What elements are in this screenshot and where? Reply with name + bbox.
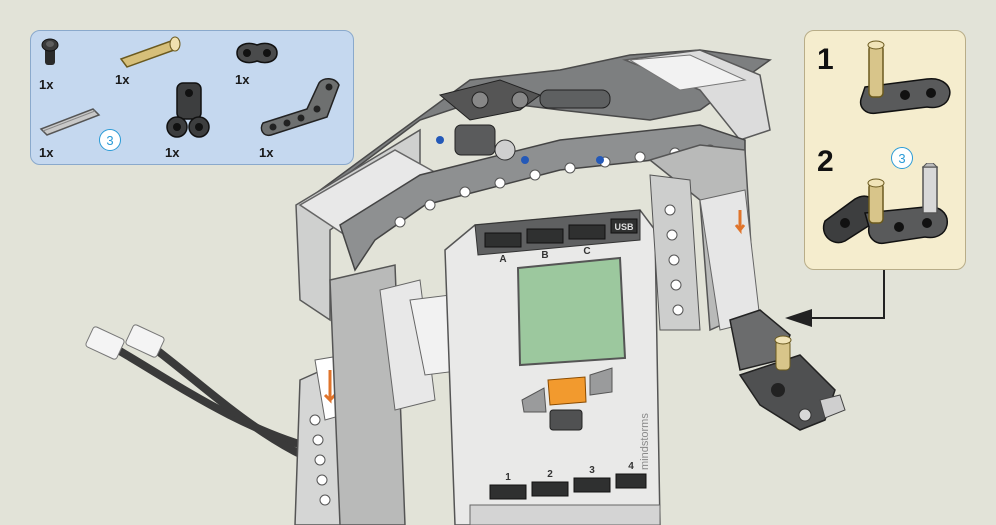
parts-list-panel: 1x 1x 1x 3 1x 1x 1x <box>30 30 354 165</box>
port-label-bottom: 4 <box>628 461 634 472</box>
cable-plug-2 <box>125 324 165 358</box>
grey-axle-icon <box>39 108 101 136</box>
left-frame <box>329 264 466 525</box>
subassembly-panel: 1 2 3 <box>804 30 966 270</box>
part-qty: 1x <box>165 145 180 160</box>
part-qty: 1x <box>235 72 250 87</box>
top-connectors <box>438 79 611 161</box>
bent-beam-icon <box>260 78 340 137</box>
substep-1-illustration <box>859 40 951 115</box>
lcd-screen <box>516 256 627 367</box>
substep-2-illustration <box>822 163 948 245</box>
callout-arrow-head <box>785 309 812 327</box>
part-qty: 1x <box>259 145 274 160</box>
part-qty: 1x <box>39 145 54 160</box>
brand-label: mindstorms <box>639 413 651 470</box>
part-qty: 1x <box>115 72 130 87</box>
dark-beam-2-icon <box>236 42 278 64</box>
cable-plug-1 <box>85 326 125 360</box>
substep-number-1: 1 <box>817 43 834 76</box>
nxt-brick <box>444 209 661 525</box>
port-label-bottom: 2 <box>547 469 553 480</box>
right-frame <box>648 144 761 332</box>
axle-length-callout: 3 <box>99 129 121 151</box>
black-pin-icon <box>41 38 59 65</box>
callout-arrow-line <box>810 270 885 319</box>
usb-label: USB <box>614 222 634 232</box>
substep-number-2: 2 <box>817 145 834 178</box>
part-qty: 1x <box>39 77 54 92</box>
right-attachment <box>729 309 846 431</box>
port-label-bottom: 1 <box>505 472 511 483</box>
port-label-top: B <box>541 250 548 261</box>
port-label-top: A <box>499 254 506 265</box>
tan-axle-pin-icon <box>119 36 181 68</box>
orange-button <box>547 376 587 406</box>
port-label-bottom: 3 <box>589 465 595 476</box>
substep-axle-length-callout: 3 <box>891 147 913 169</box>
port-label-top: C <box>583 246 590 257</box>
perpendicular-connector-icon <box>166 82 210 138</box>
